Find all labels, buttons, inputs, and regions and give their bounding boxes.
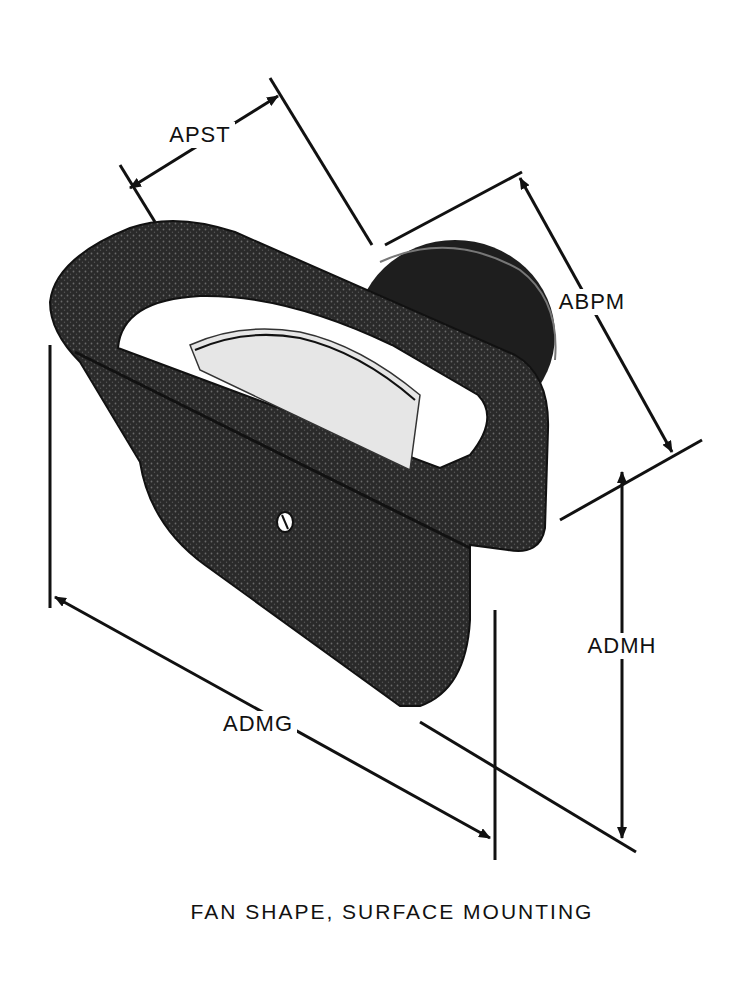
dial-scale <box>190 329 420 470</box>
extension-line <box>420 722 636 852</box>
adjust-screw <box>277 512 293 532</box>
dimension-label: ABPM <box>555 289 629 315</box>
dimension-label: ADMH <box>584 633 661 659</box>
meter-body <box>50 221 548 706</box>
extension-line <box>560 440 702 520</box>
screw-slot <box>282 515 288 529</box>
extension-line <box>49 345 52 608</box>
extension-line <box>120 165 155 222</box>
extension-line <box>385 172 522 245</box>
extension-line <box>494 610 497 860</box>
figure-caption: FAN SHAPE, SURFACE MOUNTING <box>187 899 598 924</box>
scale-arc <box>195 335 415 400</box>
dimension-label: ADMG <box>219 711 297 737</box>
dimension-line <box>130 96 278 188</box>
dimension-label: APST <box>165 122 234 148</box>
extension-line <box>270 78 372 245</box>
dimension-line <box>55 597 490 838</box>
dimension-line <box>520 178 672 452</box>
